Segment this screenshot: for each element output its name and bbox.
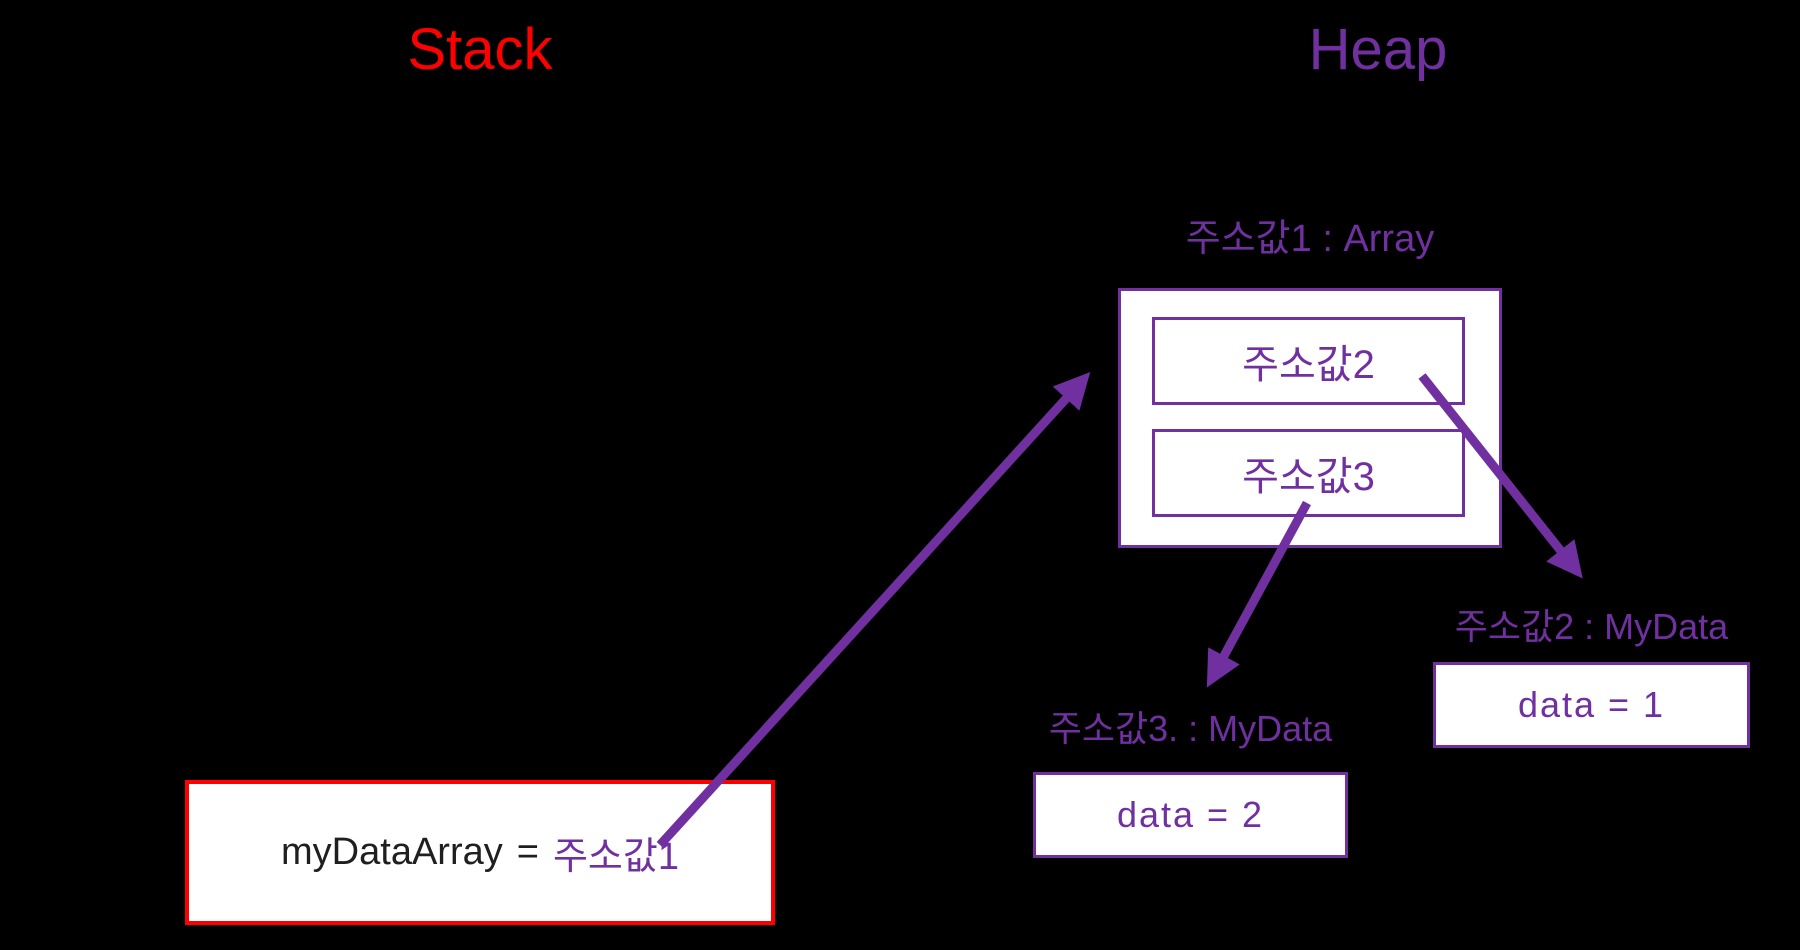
- mydata2-value-box: data = 2: [1033, 772, 1348, 858]
- mydata2-address-label: 주소값3. : MyData: [1048, 708, 1333, 749]
- stack-section-title: Stack: [407, 17, 553, 82]
- stack-variable-name: myDataArray: [281, 831, 503, 873]
- stack-variable-equals: =: [516, 831, 539, 873]
- mydata1-address-label: 주소값2 : MyData: [1454, 606, 1729, 647]
- mydata1-value-box: data = 1: [1433, 662, 1750, 748]
- array-slot-1: 주소값3: [1152, 429, 1465, 517]
- heap-array-box: 주소값2 주소값3: [1118, 288, 1502, 548]
- arrow-stack-to-array: [656, 372, 1091, 849]
- heap-section-title: Heap: [1308, 17, 1448, 82]
- array-address-label: 주소값1 : Array: [1185, 218, 1435, 260]
- stack-variable-value: 주소값1: [552, 836, 679, 878]
- stack-variable-box: myDataArray = 주소값1: [185, 780, 775, 925]
- array-slot-0: 주소값2: [1152, 317, 1465, 405]
